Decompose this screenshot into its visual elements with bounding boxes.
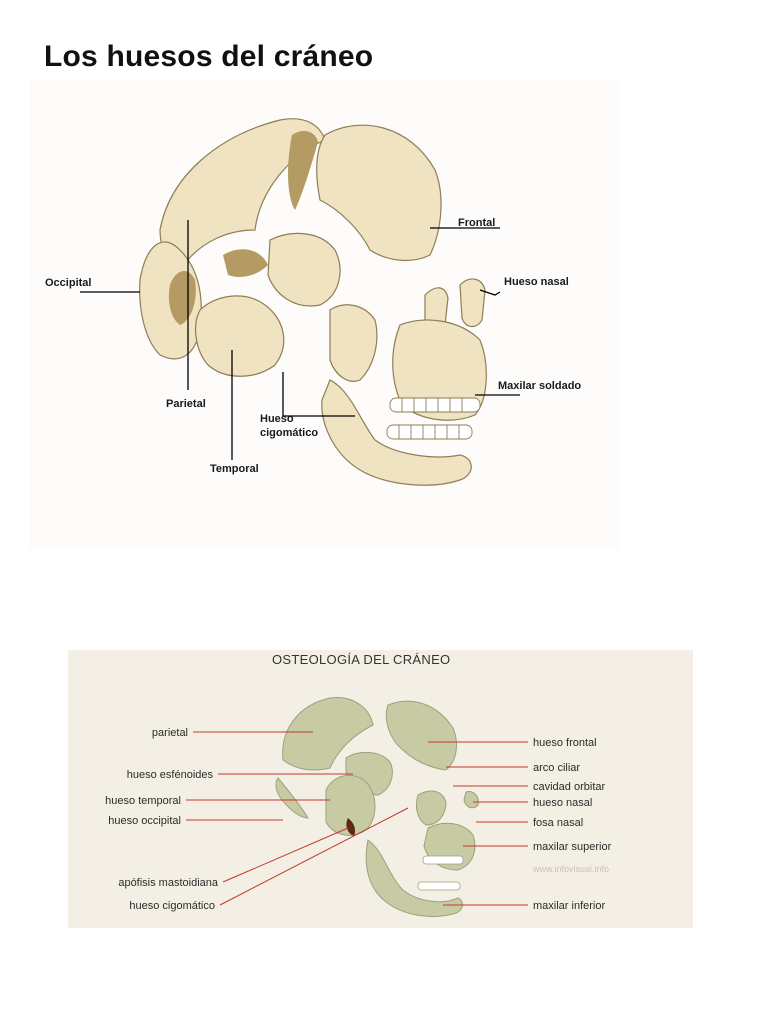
label-frontal: Frontal (458, 217, 495, 229)
label-maxilar-inferior: maxilar inferior (533, 900, 605, 912)
mastoid-process (346, 818, 356, 836)
teeth-rows-2 (417, 855, 464, 891)
page-title: Los huesos del cráneo (44, 40, 374, 73)
label-parietal: Parietal (166, 398, 206, 410)
label-occipital: Occipital (45, 277, 91, 289)
temporal-bone (194, 295, 285, 377)
diagram2-title: OSTEOLOGÍA DEL CRÁNEO (272, 652, 450, 667)
zygomatic-bone (415, 790, 447, 826)
nasal-bone (463, 791, 479, 809)
label-hueso-occipital: hueso occipital (108, 815, 181, 827)
label-hueso-cigomatico: hueso cigomático (129, 900, 215, 912)
sphenoid-bone (267, 232, 341, 307)
label-hueso-temporal: hueso temporal (105, 795, 181, 807)
label-hueso-cigomatico-1: Hueso (260, 413, 294, 425)
mandible-bone (321, 379, 472, 486)
label-fosa-nasal: fosa nasal (533, 817, 583, 829)
label-maxilar-superior: maxilar superior (533, 841, 612, 853)
label-parietal: parietal (152, 727, 188, 739)
teeth-rows (386, 397, 481, 440)
label-arco-ciliar: arco ciliar (533, 762, 580, 774)
exploded-skull-diagram: Frontal Occipital Hueso nasal Maxilar so… (30, 80, 620, 550)
parietal-bone (282, 697, 374, 771)
temporal-bone (325, 774, 376, 836)
zygomatic-bone (329, 304, 378, 382)
occipital-bone (275, 777, 309, 819)
watermark: www.infovisual.info (532, 864, 609, 874)
label-hueso-cigomatico-2: cigomático (260, 427, 318, 439)
frontal-bone (385, 700, 457, 771)
osteology-diagram: OSTEOLOGÍA DEL CRÁNEO (68, 650, 693, 928)
nasal-bone-2 (459, 278, 486, 328)
label-hueso-nasal: hueso nasal (533, 797, 592, 809)
mandible-bone (365, 839, 464, 917)
exploded-skull-illustration: Frontal Occipital Hueso nasal Maxilar so… (45, 118, 581, 486)
label-cavidad-orbitar: cavidad orbitar (533, 781, 605, 793)
label-hueso-frontal: hueso frontal (533, 737, 597, 749)
frontal-bone (316, 124, 442, 261)
maxilla-bone (392, 319, 487, 421)
label-apofisis-mastoidiana: apófisis mastoidiana (118, 877, 219, 889)
label-hueso-nasal: Hueso nasal (504, 276, 569, 288)
label-temporal: Temporal (210, 463, 259, 475)
label-hueso-esfenoides: hueso esfénoides (127, 769, 214, 781)
label-maxilar-soldado: Maxilar soldado (498, 380, 581, 392)
osteology-illustration: OSTEOLOGÍA DEL CRÁNEO (105, 652, 612, 917)
